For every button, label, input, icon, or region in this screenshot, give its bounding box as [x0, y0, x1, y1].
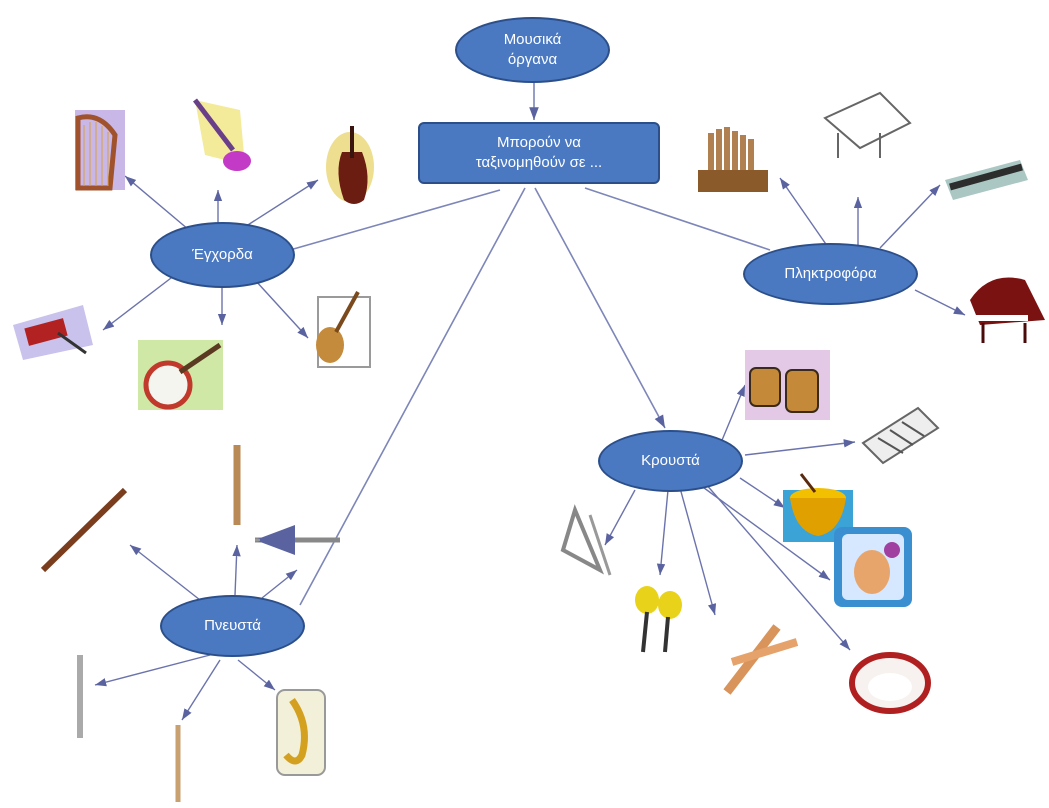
category-winds: Πνευστά: [160, 595, 305, 657]
harpsichord-icon: [823, 91, 912, 158]
electric-guitar-icon: [193, 98, 251, 171]
category-strings: Έγχορδα: [150, 222, 295, 288]
claves-icon: [723, 624, 799, 695]
category-strings-label: Έγχορδα: [192, 246, 253, 263]
triangle-icon: [560, 504, 612, 576]
connector-label-line1: Μπορούν να: [497, 134, 581, 151]
maracas-icon: [635, 586, 682, 653]
saxophone-icon: [276, 689, 326, 776]
organ-icon: [698, 127, 768, 192]
connector-label-line2: ταξινομηθούν σε ...: [475, 154, 603, 171]
category-keyboards-label: Πληκτροφόρα: [784, 265, 877, 282]
xylophone-icon: [861, 406, 940, 465]
bongos-icon: [745, 350, 830, 420]
category-percussion-label: Κρουστά: [641, 452, 700, 469]
category-keyboards: Πληκτροφόρα: [743, 243, 918, 305]
violin-icon: [326, 126, 374, 204]
harp-icon: [75, 110, 125, 191]
category-percussion: Κρουστά: [598, 430, 743, 492]
synthesizer-icon: [945, 160, 1028, 200]
edge-connector-keyboards: [584, 187, 771, 251]
root-label-line2: όργανα: [507, 51, 558, 68]
banjo-icon: [138, 340, 223, 410]
mandolin-icon: [316, 291, 371, 368]
tambourine-icon: [849, 652, 931, 714]
connector-node: Μπορούν να ταξινομηθούν σε ...: [418, 122, 660, 184]
category-winds-label: Πνευστά: [204, 617, 261, 634]
edge-connector-winds: [299, 187, 526, 606]
accordion-icon: [13, 305, 93, 360]
edge-connector-percussion: [534, 187, 666, 429]
grand-piano-icon: [970, 277, 1045, 343]
cymbal-icon: [834, 527, 912, 607]
root-label-line1: Μουσικά: [503, 31, 562, 48]
clarinet-icon: [40, 487, 128, 573]
root-node: Μουσικά όργανα: [455, 17, 610, 83]
edge-connector-strings: [289, 189, 501, 251]
